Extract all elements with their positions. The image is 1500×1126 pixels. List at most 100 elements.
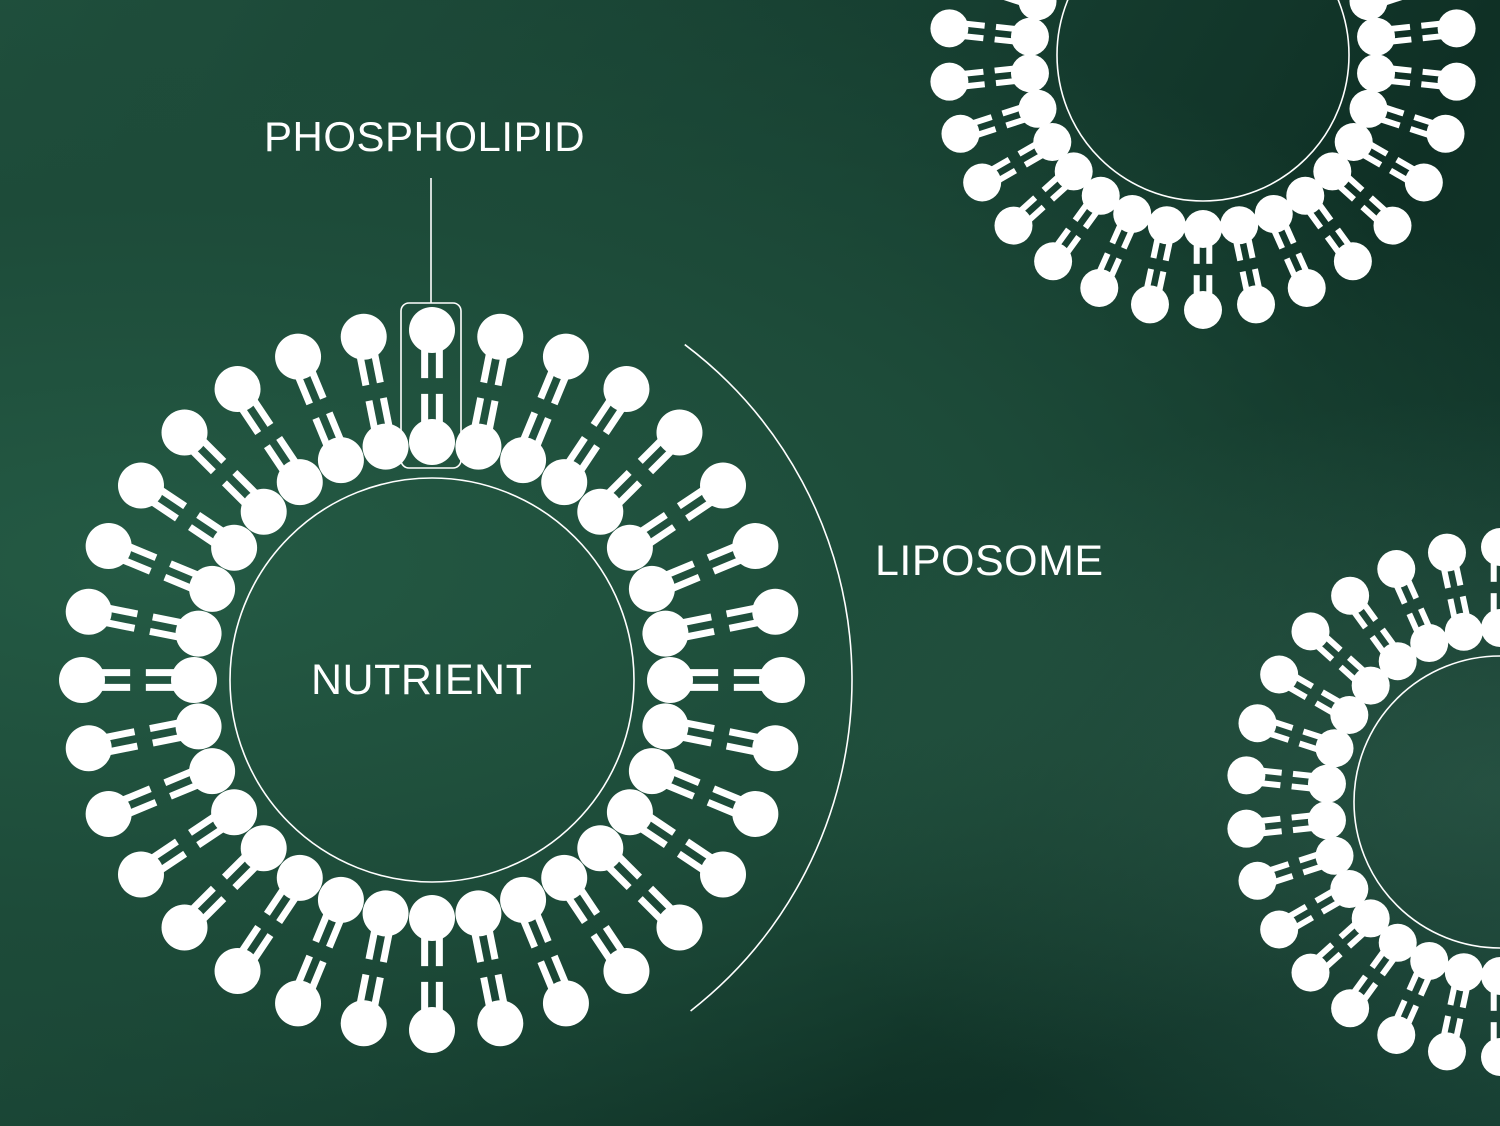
phospholipid [1238,704,1354,768]
phospholipid-tail [1420,20,1445,29]
phospholipid-tail [221,480,250,509]
phospholipid-tail [1284,904,1308,921]
phospholipid-tail [614,851,643,880]
phospholipid [340,313,409,470]
phospholipid-inner-head [189,748,236,795]
phospholipid-tail [648,885,677,914]
phospholipid-tail [1258,767,1283,776]
phospholipid-tail [1239,271,1251,296]
phospholipid-inner-head [189,565,236,612]
phospholipid [1331,576,1417,681]
phospholipid-tail [1358,150,1383,168]
phospholipid [1313,152,1412,245]
phospholipid-inner-head [240,825,287,872]
phospholipid [1184,210,1222,329]
phospholipid-tail [1376,115,1401,129]
phospholipid [1377,550,1449,663]
phospholipid-tail [1052,227,1071,251]
phospholipid-tail [1314,199,1334,223]
phospholipid-tail [712,785,746,805]
phospholipid-inner-head [1010,54,1049,93]
phospholipid-tail [995,77,1020,87]
phospholipid-outer-head [65,725,112,772]
phospholipid-tail [124,799,158,818]
phospholipid-tail [480,976,494,1011]
phospholipid [606,789,747,898]
phospholipid [628,523,779,612]
phospholipid-inner-head [1307,801,1346,840]
phospholipid [455,890,524,1047]
phospholipid-inner-head [541,854,588,901]
phospholipid-tail [163,574,197,593]
phospholipid-inner-head [541,459,588,506]
phospholipid-outer-head [1130,285,1169,324]
phospholipid-tail [1403,1004,1419,1029]
phospholipid-tail [1380,0,1403,7]
phospholipid-outer-head [752,588,799,635]
phospholipid-tail [1406,612,1422,637]
phospholipid-tail [1369,634,1389,658]
phospholipid-tail [1291,783,1316,792]
phospholipid-tail [995,23,1020,33]
phospholipid-outer-head [1481,528,1500,566]
phospholipid-tail [188,811,219,836]
phospholipid [1130,206,1186,324]
phospholipid-tail [551,954,570,988]
phospholipid [930,9,1049,56]
phospholipid-tail [1281,220,1297,245]
phospholipid-tail [603,862,632,891]
phospholipid [1286,176,1372,281]
phospholipid-tail [602,924,627,956]
phospholipid-inner-head [276,459,323,506]
phospholipid-tail [576,444,601,476]
phospholipid [1227,801,1346,848]
phospholipid [65,703,222,772]
phospholipid-tail [379,929,394,963]
phospholipid [606,462,747,571]
phospholipid-tail [662,780,695,800]
phospholipid-inner-head [455,423,502,470]
phospholipid-inner-head [362,890,409,937]
phospholipid-inner-head [1313,152,1352,191]
phospholipid-tail [485,400,499,434]
phospholipid [1481,957,1500,1076]
annotations [400,178,853,1012]
phospholipid-tail [326,411,345,445]
phospholipid-outer-head [1427,533,1466,572]
phospholipid-inner-head [1220,206,1259,245]
phospholipid-tail [678,613,712,627]
phospholipid-outer-head [117,462,164,509]
phospholipid-tail [1349,974,1368,998]
phospholipid-tail [1256,815,1281,825]
phospholipid-tail [537,960,557,994]
liposome-label: LIPOSOME [875,537,1104,585]
phospholipid [85,523,236,612]
phospholipid [930,54,1049,101]
phospholipid-tail [676,485,708,510]
phospholipid [85,748,236,837]
phospholipid-tail [147,497,179,522]
phospholipid [214,365,323,506]
phospholipid [1334,123,1443,202]
phospholipid-outer-head [930,62,969,101]
phospholipid-tail [728,728,763,742]
phospholipid-outer-head [275,980,322,1027]
phospholipid-tail [551,372,570,406]
phospholipid-tail [156,485,188,510]
phospholipid-tail [1062,235,1082,258]
phospholipid-tail [249,933,274,965]
phospholipid-outer-head [340,313,387,360]
phospholipid-outer-head [603,948,650,995]
phospholipid-tail [1244,234,1256,259]
phospholipid-outer-head [1227,809,1266,848]
phospholipid [577,825,703,951]
phospholipid-tail [1387,65,1412,74]
phospholipid-tail [1256,779,1281,789]
phospholipid [1003,0,1057,21]
phospholipid-outer-head [214,948,261,995]
phospholipid-tail [1406,967,1422,992]
phospholipid-inner-head [240,488,287,535]
phospholipid-tail [312,910,332,943]
phospholipid-tail [1003,0,1026,7]
phospholipid-tail [312,417,332,450]
